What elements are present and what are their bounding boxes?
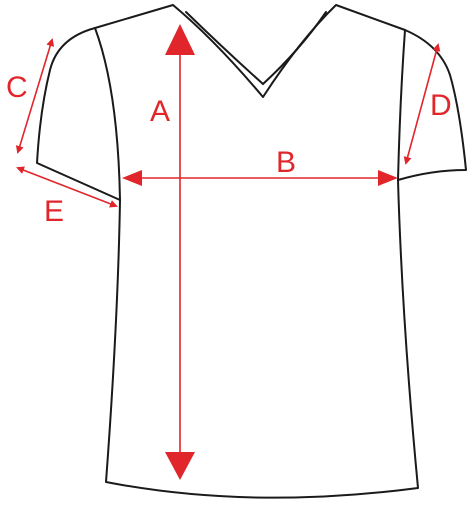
measurement-e-label: E (44, 195, 64, 228)
measurement-c-label: C (6, 71, 28, 104)
measurement-a-label: A (150, 95, 170, 128)
tshirt-outline (37, 5, 466, 498)
measurement-b-label: B (276, 146, 296, 179)
measurement-d-label: D (430, 89, 452, 122)
